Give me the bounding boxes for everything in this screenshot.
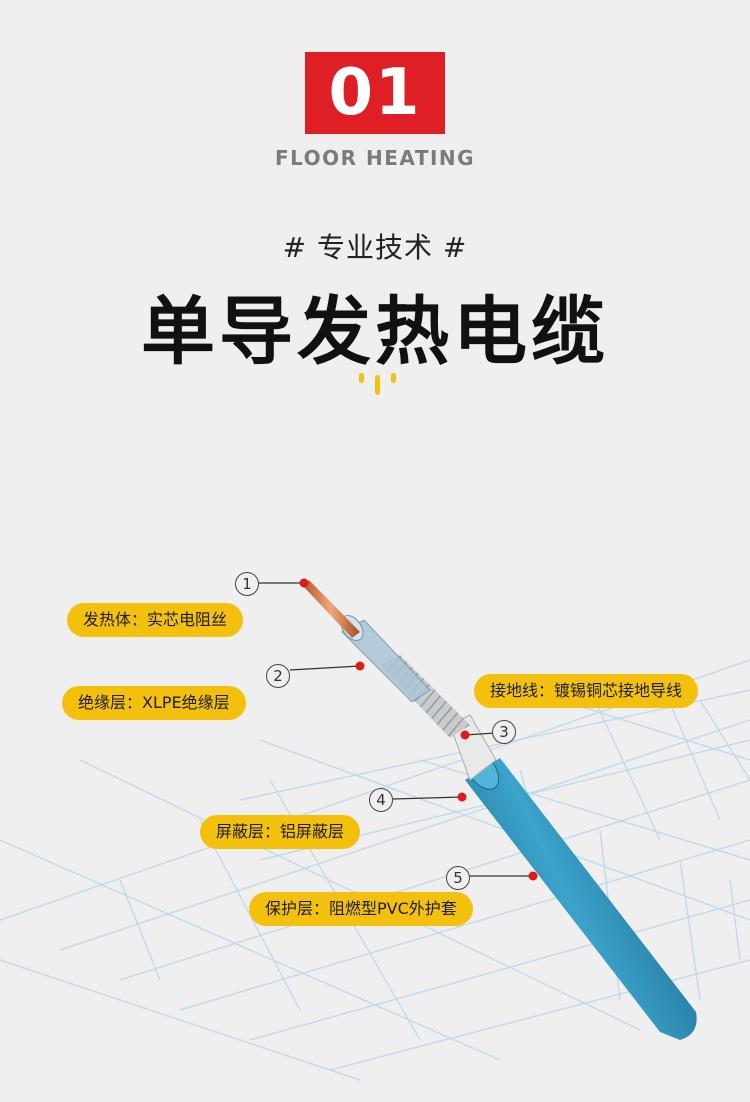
- callout-number-4: 4: [369, 788, 393, 812]
- layer-label-ground-wire: 接地线：镀锡铜芯接地导线: [474, 674, 699, 708]
- layer-label-jacket: 保护层：阻燃型PVC外护套: [249, 892, 473, 926]
- page-title: 单导发热电缆: [141, 289, 609, 375]
- tagline: # 专业技术 #: [282, 231, 468, 264]
- cable-jacket: [464, 750, 697, 1040]
- callout-number-5: 5: [446, 866, 470, 890]
- callout-number-2: 2: [266, 664, 290, 688]
- section-number-badge: 01: [305, 52, 445, 134]
- section-subtitle: FLOOR HEATING: [274, 146, 476, 170]
- callout-number-1: 1: [235, 572, 259, 596]
- perspective-grid: [0, 659, 750, 1081]
- decorative-bars-icon: [359, 373, 396, 395]
- layer-label-heating-element: 发热体：实芯电阻丝: [67, 603, 244, 637]
- callout-number-3: 3: [492, 720, 516, 744]
- layer-label-insulation: 绝缘层：XLPE绝缘层: [62, 686, 246, 720]
- layer-label-shield: 屏蔽层：铝屏蔽层: [200, 815, 361, 849]
- shield-layer: [449, 714, 497, 781]
- copper-conductor: [302, 580, 360, 638]
